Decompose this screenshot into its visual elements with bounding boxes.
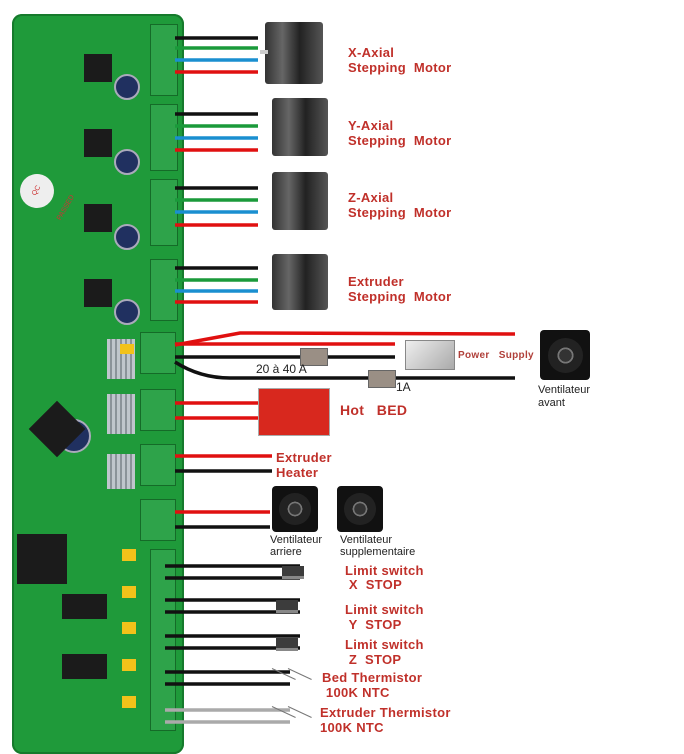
z-motor-image: [272, 172, 328, 230]
x-limit-switch-image: [282, 566, 304, 579]
hot-bed-image: [258, 388, 330, 436]
extra-fan-image: [337, 486, 383, 532]
extruder-motor-image: [272, 254, 328, 310]
x-motor-image: [265, 22, 323, 84]
power-supply-image: [405, 340, 455, 370]
y-limit-switch-image: [276, 600, 298, 613]
bed-thermistor-label: Bed Thermistor 100K NTC: [322, 670, 423, 700]
y-motor-image: [272, 98, 328, 156]
hot-bed-label: Hot BED: [340, 402, 408, 418]
fuse-main-icon: [300, 348, 328, 366]
x-limit-switch-label: Limit switch X STOP: [345, 563, 424, 592]
z-limit-switch-label: Limit switch Z STOP: [345, 637, 424, 667]
controller-board: QC PASSED: [12, 14, 184, 754]
fuse-small-label: 1A: [396, 380, 411, 394]
fuse-small-icon: [368, 370, 396, 388]
y-limit-switch-label: Limit switch Y STOP: [345, 602, 424, 632]
power-supply-label: Power Supply: [458, 350, 534, 361]
z-limit-switch-image: [276, 638, 298, 651]
fuse-main-label: 20 à 40 A: [256, 362, 307, 376]
rear-fan-image: [272, 486, 318, 532]
front-fan-image: [540, 330, 590, 380]
